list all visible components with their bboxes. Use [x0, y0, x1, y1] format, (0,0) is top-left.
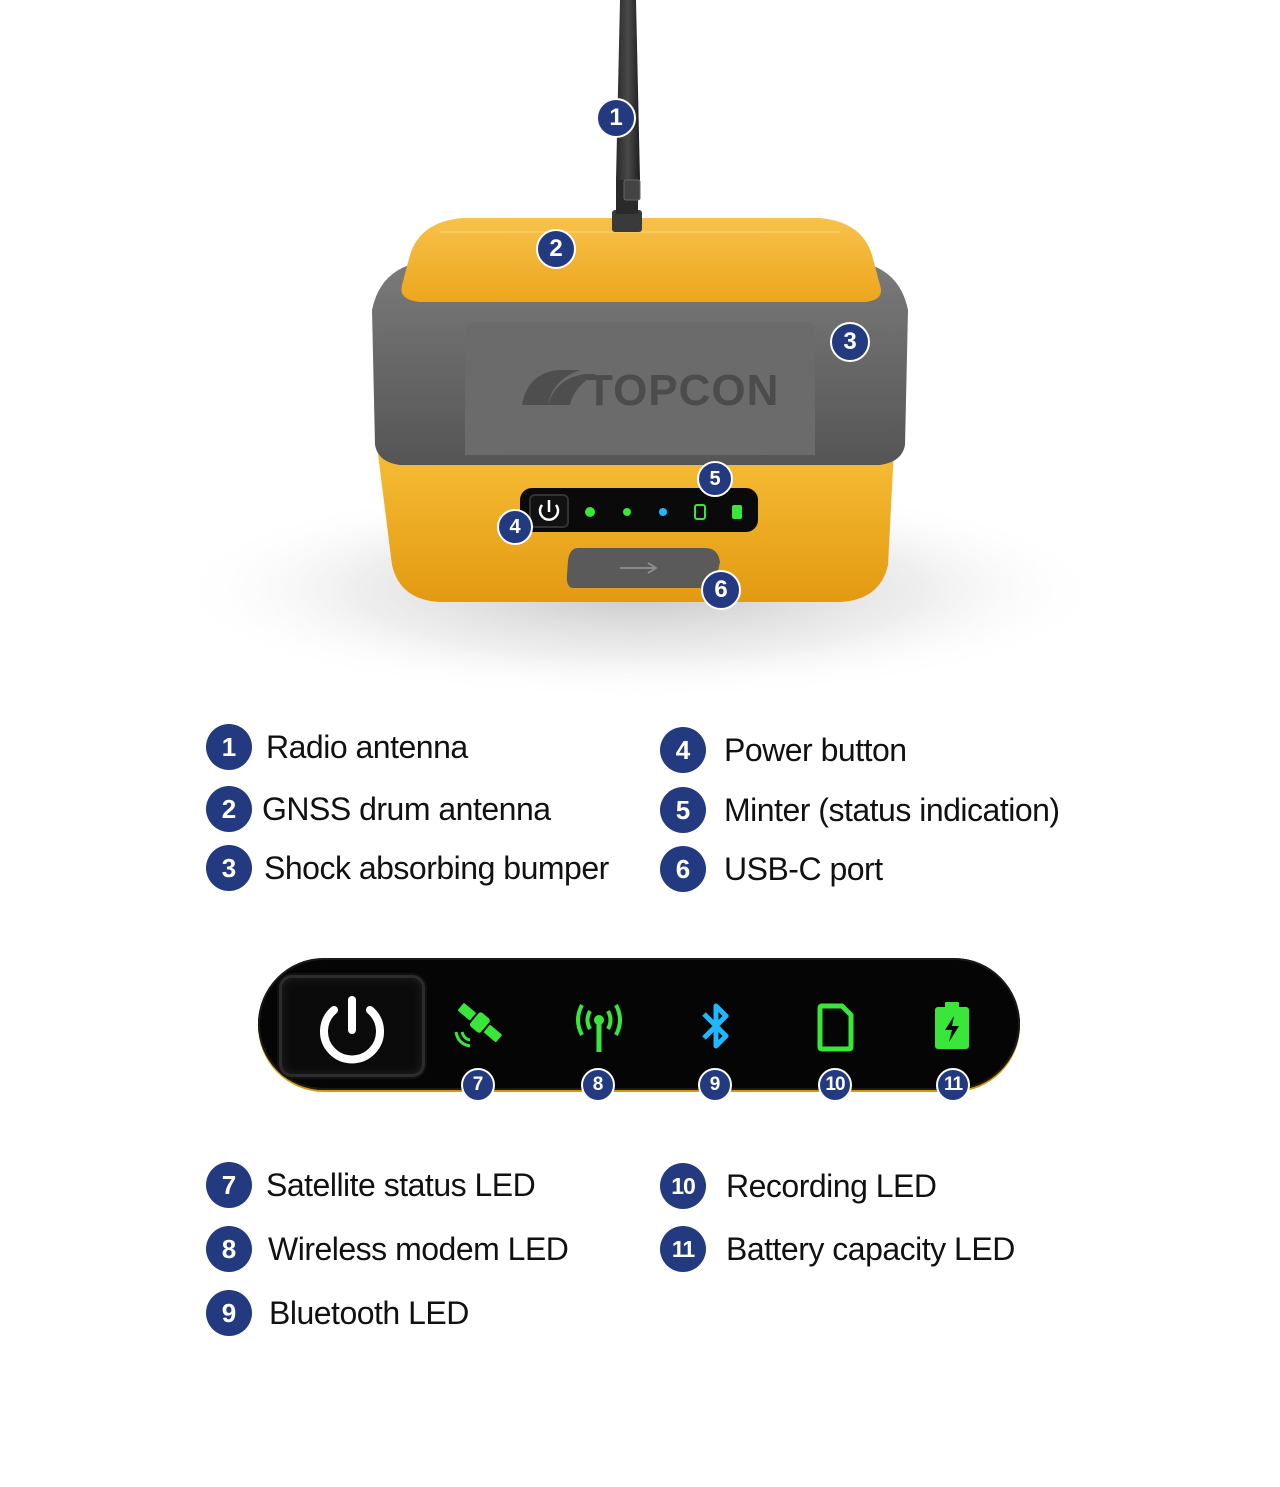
legend-label: Recording LED	[726, 1167, 937, 1204]
antenna-signal-icon	[576, 1004, 622, 1052]
power-key	[282, 978, 422, 1074]
legend-item-shock-bumper: 3 Shock absorbing bumper	[206, 845, 609, 891]
legend-label: Battery capacity LED	[726, 1230, 1015, 1267]
legend-badge: 7	[206, 1162, 252, 1208]
callout-9: 9	[698, 1068, 732, 1102]
legend-label: USB-C port	[724, 850, 883, 887]
callout-2: 2	[536, 229, 576, 269]
callout-8: 8	[581, 1068, 615, 1102]
legend-badge: 3	[206, 845, 252, 891]
legend-label: Bluetooth LED	[269, 1294, 469, 1331]
top-cap	[401, 218, 881, 302]
legend-label: GNSS drum antenna	[262, 790, 551, 827]
legend-badge: 11	[660, 1226, 706, 1272]
callout-4: 4	[497, 509, 533, 545]
legend-item-radio-antenna: 1 Radio antenna	[206, 724, 468, 770]
legend-badge: 8	[206, 1226, 252, 1272]
legend-badge: 1	[206, 724, 252, 770]
callout-1: 1	[596, 98, 636, 138]
callout-7: 7	[461, 1068, 495, 1102]
topcon-logo: TOPCON	[522, 366, 779, 415]
device-led-strip	[520, 488, 758, 532]
legend-item-recording-led: 10 Recording LED	[660, 1163, 937, 1209]
callout-10: 10	[818, 1068, 852, 1102]
battery-icon	[935, 1002, 969, 1049]
antenna-connector	[612, 210, 642, 232]
legend-badge: 6	[660, 846, 706, 892]
callout-6: 6	[701, 570, 741, 610]
legend-badge: 9	[206, 1290, 252, 1336]
legend-badge: 2	[206, 786, 252, 832]
legend-label: Wireless modem LED	[268, 1230, 569, 1267]
power-icon	[320, 996, 384, 1064]
gnss-receiver-illustration: TOPCON	[170, 0, 1110, 700]
legend-badge: 4	[660, 727, 706, 773]
legend-item-minter: 5 Minter (status indication)	[660, 787, 1060, 833]
legend-label: Satellite status LED	[266, 1166, 536, 1203]
legend-badge: 5	[660, 787, 706, 833]
legend-label: Radio antenna	[266, 728, 468, 765]
bluetooth-icon	[702, 1003, 729, 1049]
callout-3: 3	[830, 322, 870, 362]
legend-item-bluetooth-led: 9 Bluetooth LED	[206, 1290, 469, 1336]
legend-item-gnss-drum-antenna: 2 GNSS drum antenna	[206, 786, 551, 832]
radio-antenna	[616, 0, 640, 180]
legend-badge: 10	[660, 1163, 706, 1209]
legend-item-satellite-led: 7 Satellite status LED	[206, 1162, 536, 1208]
sd-card-icon	[817, 1003, 854, 1052]
brand-text: TOPCON	[586, 366, 779, 415]
legend-item-usb-c-port: 6 USB-C port	[660, 846, 883, 892]
legend-item-wireless-modem-led: 8 Wireless modem LED	[206, 1226, 569, 1272]
callout-5: 5	[697, 461, 733, 497]
legend-label: Shock absorbing bumper	[264, 849, 609, 886]
satellite-icon	[454, 1003, 502, 1048]
legend-label: Minter (status indication)	[724, 791, 1060, 828]
legend-item-power-button: 4 Power button	[660, 727, 907, 773]
bumper-face	[465, 322, 815, 455]
legend-label: Power button	[724, 731, 907, 768]
legend-item-battery-led: 11 Battery capacity LED	[660, 1226, 1015, 1272]
callout-11: 11	[936, 1068, 970, 1102]
led-panel-closeup	[258, 958, 1020, 1090]
